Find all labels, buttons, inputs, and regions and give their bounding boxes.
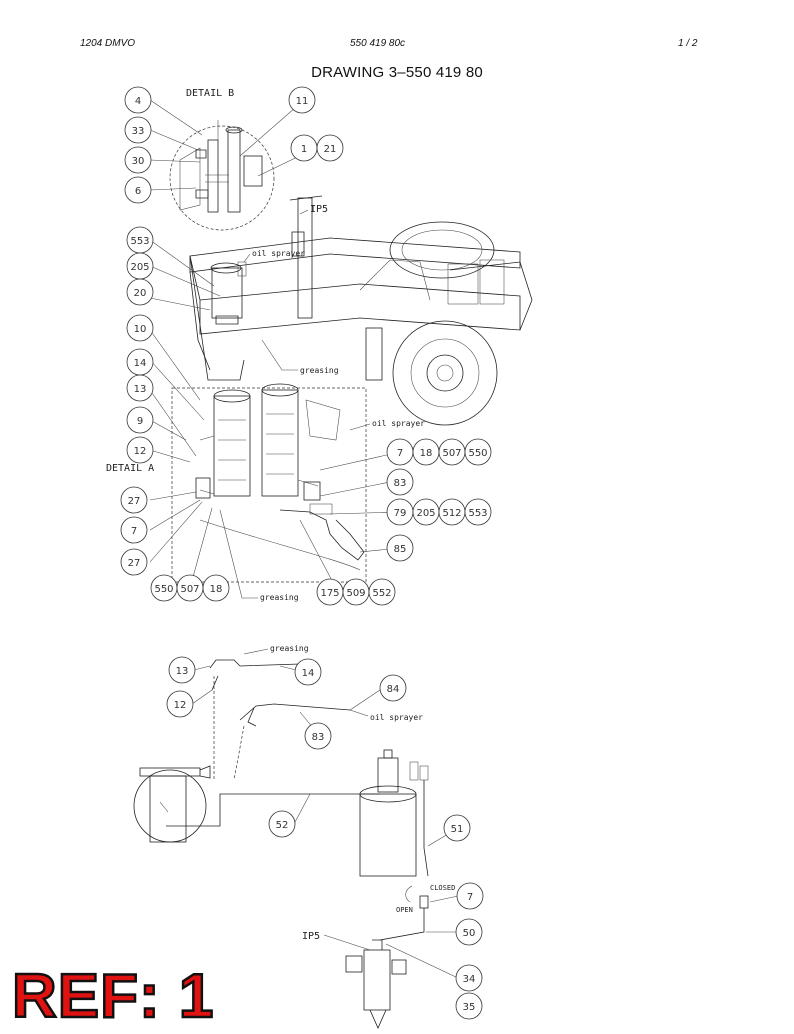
callout-84-schematic: 84 <box>387 684 400 695</box>
callout-18-right: 18 <box>420 448 433 459</box>
callout-7-schematic: 7 <box>467 892 473 903</box>
callout-12-schematic: 12 <box>174 700 187 711</box>
oil-sprayer-label-top: oil sprayer <box>252 249 305 258</box>
ref-stamp: REF: 1 <box>11 962 215 1031</box>
callout-14-schematic: 14 <box>302 668 315 679</box>
oil-sprayer-label-mid: oil sprayer <box>372 419 425 428</box>
callout-11: 11 <box>296 96 309 107</box>
detail-b-label: DETAIL B <box>186 88 234 99</box>
callout-175: 175 <box>320 588 339 599</box>
callout-52-schematic: 52 <box>276 820 289 831</box>
callout-507-bottom: 507 <box>180 584 199 595</box>
callout-14: 14 <box>134 358 147 369</box>
callout-83-schematic: 83 <box>312 732 325 743</box>
truck-assembly: oil sprayer greasing IP5 <box>189 195 533 426</box>
callout-512: 512 <box>442 508 461 519</box>
callout-13: 13 <box>134 384 147 395</box>
detail-b-inset: DETAIL B <box>169 88 275 231</box>
callout-553-right: 553 <box>468 508 487 519</box>
callout-553-top: 553 <box>130 236 149 247</box>
callout-85: 85 <box>394 544 407 555</box>
callout-balloons: 4 11 33 30 1 21 6 553 205 20 10 14 13 9 … <box>120 86 492 1020</box>
callout-30: 30 <box>132 156 145 167</box>
oil-sprayer-label-schematic: oil sprayer <box>370 713 423 722</box>
lubrication-schematic: greasing oil sprayer CLOSED OPEN <box>133 644 455 1029</box>
callout-550-bottom: 550 <box>154 584 173 595</box>
callout-79: 79 <box>394 508 407 519</box>
callout-509: 509 <box>346 588 365 599</box>
header-document-code: 1204 DMVO <box>80 38 136 49</box>
callout-550-right: 550 <box>468 448 487 459</box>
callout-34-schematic: 34 <box>463 974 476 985</box>
callout-35-schematic: 35 <box>463 1002 476 1013</box>
callout-50-schematic: 50 <box>463 928 476 939</box>
callout-4: 4 <box>135 96 141 107</box>
callout-12: 12 <box>134 446 147 457</box>
header-part-number: 550 419 80c <box>350 38 406 49</box>
detail-a-inset: DETAIL A oil sprayer greasing <box>106 383 425 602</box>
callout-507-right: 507 <box>442 448 461 459</box>
detail-a-label: DETAIL A <box>106 463 154 474</box>
callout-9: 9 <box>137 416 143 427</box>
callout-51-schematic: 51 <box>451 824 464 835</box>
greasing-label-bottom: greasing <box>260 593 299 602</box>
header-page-number: 1 / 2 <box>678 38 698 49</box>
callout-10: 10 <box>134 324 147 335</box>
callout-27-a: 27 <box>128 496 141 507</box>
callout-27-b: 27 <box>128 558 141 569</box>
callout-21: 21 <box>324 144 337 155</box>
greasing-label-mid: greasing <box>300 366 339 375</box>
callout-6: 6 <box>135 186 141 197</box>
callout-1: 1 <box>301 144 307 155</box>
greasing-label-schematic: greasing <box>270 644 309 653</box>
callout-20: 20 <box>134 288 147 299</box>
callout-13-schematic: 13 <box>176 666 189 677</box>
callout-83-main: 83 <box>394 478 407 489</box>
closed-label: CLOSED <box>430 884 455 892</box>
callout-7-right: 7 <box>397 448 403 459</box>
drawing-title: DRAWING 3–550 419 80 <box>311 64 483 81</box>
ip5-label-top: IP5 <box>310 204 328 215</box>
callout-552: 552 <box>372 588 391 599</box>
ip5-label-bottom: IP5 <box>302 931 320 942</box>
callout-205-right: 205 <box>416 508 435 519</box>
callout-18-bottom: 18 <box>210 584 223 595</box>
callout-7-left: 7 <box>131 526 137 537</box>
callout-205-top: 205 <box>130 262 149 273</box>
open-label: OPEN <box>396 906 413 914</box>
callout-33: 33 <box>132 126 145 137</box>
